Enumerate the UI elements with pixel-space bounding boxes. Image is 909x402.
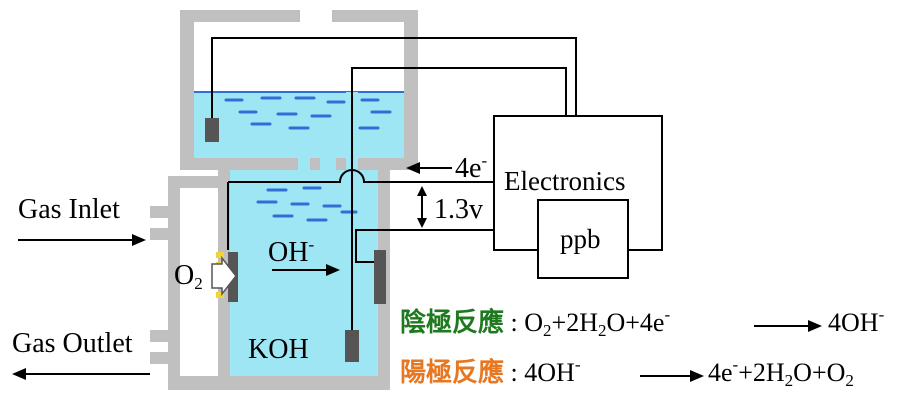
wires <box>211 37 663 340</box>
cathode-reaction: 陰極反應 : O2+2H2O+4e- <box>400 305 671 340</box>
reservoir-liquid <box>194 92 404 158</box>
arrows <box>12 162 822 382</box>
cathode-reaction-name: 陰極反應 <box>400 308 505 338</box>
anode-product: 4e-+2H2O+O2 <box>708 355 854 390</box>
gas-outlet-label: Gas Outlet <box>12 328 133 359</box>
anode-reaction: 陽極反應 : 4OH- <box>400 355 581 388</box>
bubbles <box>224 96 392 222</box>
cathode-product: 4OH- <box>828 305 885 337</box>
hydroxide-label: OH- <box>268 235 315 268</box>
electron-flow-label: 4e- <box>455 151 488 184</box>
anode-reaction-name: 陽極反應 <box>400 358 505 388</box>
reservoir-electrode <box>205 118 219 142</box>
reservoir-walls <box>180 10 418 178</box>
counter-electrode <box>374 250 386 304</box>
oxygen-label: O2 <box>174 260 203 293</box>
ppb-label: ppb <box>560 224 601 254</box>
voltage-label: 1.3v <box>434 194 483 225</box>
o2-entry-arrow <box>211 255 237 297</box>
anode-electrode <box>345 330 359 362</box>
electrolyte-label: KOH <box>248 334 309 365</box>
gas-inlet-label: Gas Inlet <box>18 194 120 225</box>
electronics-label: Electronics <box>504 166 626 196</box>
